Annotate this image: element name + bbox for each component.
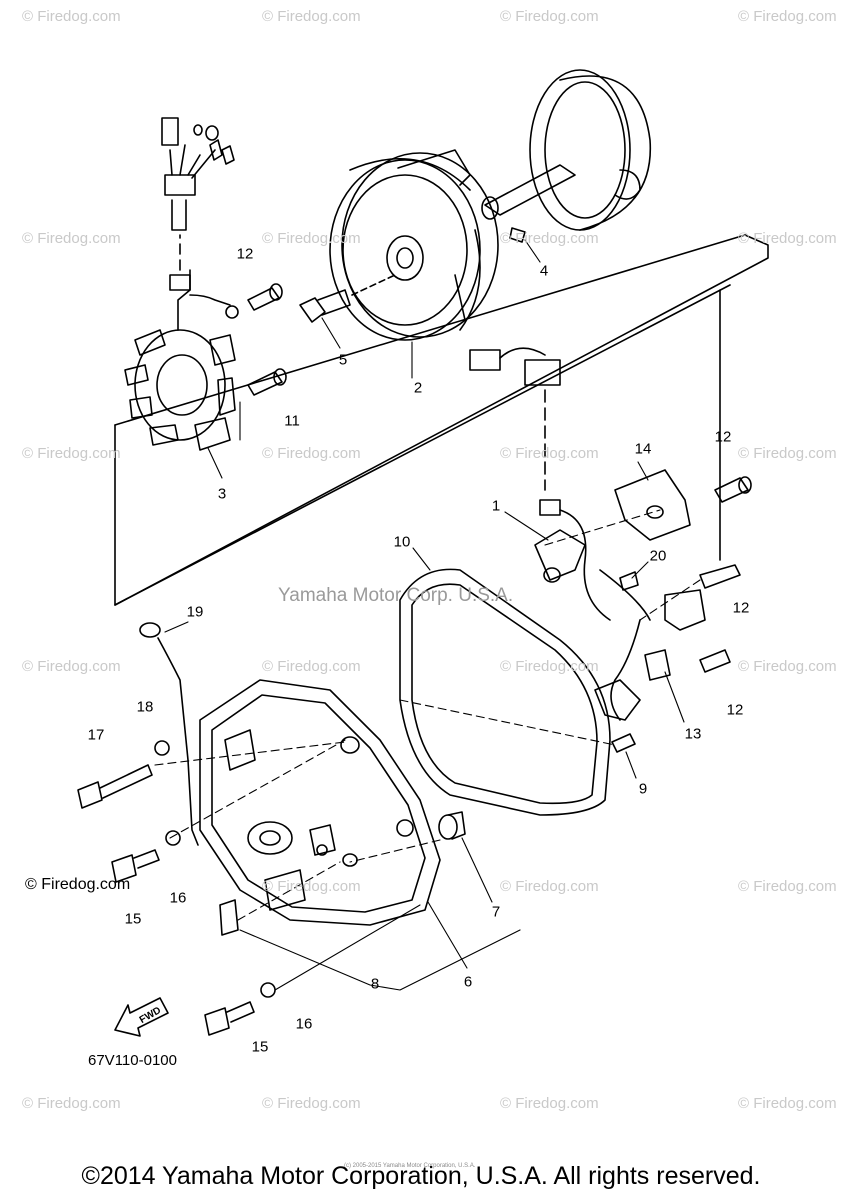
part-label: 13 bbox=[684, 725, 702, 743]
part-label: 15 bbox=[124, 910, 142, 928]
fwd-arrow bbox=[114, 997, 169, 1037]
part-label: 11 bbox=[284, 412, 300, 430]
watermark: © Firedog.com bbox=[738, 878, 837, 895]
collar-7 bbox=[438, 811, 466, 840]
watermark: © Firedog.com bbox=[738, 8, 837, 25]
bolt-5 bbox=[299, 274, 396, 323]
part-label: 18 bbox=[136, 698, 154, 716]
dowel-pin-9 bbox=[611, 733, 636, 753]
screw-12-right-top bbox=[714, 476, 752, 503]
part-label: 15 bbox=[251, 1038, 269, 1056]
screw-11 bbox=[247, 368, 287, 396]
bolt-15-upper bbox=[111, 849, 160, 883]
part-label: 12 bbox=[732, 599, 750, 617]
watermark: © Firedog.com bbox=[500, 658, 599, 675]
part-label: 7 bbox=[491, 903, 501, 921]
watermark: © Firedog.com bbox=[738, 658, 837, 675]
assembly-boundary bbox=[114, 234, 769, 606]
copyright-footer: ©2014 Yamaha Motor Corporation, U.S.A. A… bbox=[81, 1162, 761, 1190]
watermark: © Firedog.com bbox=[262, 878, 361, 895]
part-label: 17 bbox=[87, 726, 105, 744]
pickup-coil bbox=[469, 347, 651, 721]
washer-16-lower bbox=[260, 982, 276, 998]
connector-20 bbox=[619, 571, 639, 591]
stator bbox=[124, 117, 239, 451]
watermark: © Firedog.com bbox=[262, 230, 361, 247]
dark-watermark: © Firedog.com bbox=[25, 876, 131, 893]
crankshaft bbox=[481, 69, 652, 243]
breather-hose-19 bbox=[139, 622, 199, 846]
bolt-17 bbox=[77, 764, 153, 809]
watermark: © Firedog.com bbox=[738, 230, 837, 247]
small-credit: (c) 2005-2015 Yamaha Motor Corporation, … bbox=[344, 1163, 476, 1169]
part-label: 2 bbox=[413, 379, 423, 397]
watermark: © Firedog.com bbox=[738, 445, 837, 462]
watermark: © Firedog.com bbox=[500, 230, 599, 247]
part-label: 10 bbox=[393, 533, 411, 551]
neutral-switch bbox=[594, 564, 741, 721]
part-label: 12 bbox=[714, 428, 732, 446]
part-label: 12 bbox=[726, 701, 744, 719]
center-watermark: Yamaha Motor Corp. U.S.A. bbox=[278, 585, 514, 606]
part-label: 5 bbox=[338, 351, 348, 369]
watermark: © Firedog.com bbox=[262, 1095, 361, 1112]
part-label: 1 bbox=[491, 497, 501, 515]
part-label: 14 bbox=[634, 440, 652, 458]
gasket bbox=[399, 568, 611, 816]
watermark: © Firedog.com bbox=[22, 230, 121, 247]
part-label: 6 bbox=[463, 973, 473, 991]
part-label: 12 bbox=[236, 245, 254, 263]
part-label: 3 bbox=[217, 485, 227, 503]
washer-16-upper bbox=[165, 830, 181, 846]
watermark: © Firedog.com bbox=[500, 1095, 599, 1112]
bolt-15-lower bbox=[204, 1001, 255, 1036]
watermark: © Firedog.com bbox=[262, 445, 361, 462]
watermark: © Firedog.com bbox=[500, 8, 599, 25]
watermark: © Firedog.com bbox=[22, 445, 121, 462]
part-label: 19 bbox=[186, 603, 204, 621]
watermark: © Firedog.com bbox=[22, 8, 121, 25]
bracket-14 bbox=[614, 469, 691, 541]
part-label: 4 bbox=[539, 262, 549, 280]
flywheel-rotor bbox=[329, 149, 499, 341]
watermark: © Firedog.com bbox=[262, 658, 361, 675]
watermark: © Firedog.com bbox=[22, 1095, 121, 1112]
washer-18 bbox=[154, 740, 170, 756]
part-label: 8 bbox=[370, 975, 380, 993]
diagram-code: 67V110-0100 bbox=[88, 1052, 177, 1069]
watermark: © Firedog.com bbox=[22, 658, 121, 675]
watermark: © Firedog.com bbox=[500, 878, 599, 895]
watermark: © Firedog.com bbox=[738, 1095, 837, 1112]
screw-12-upper bbox=[247, 283, 283, 311]
part-label: 9 bbox=[638, 780, 648, 798]
part-label: 16 bbox=[169, 889, 187, 907]
watermark: © Firedog.com bbox=[500, 445, 599, 462]
part-label: 20 bbox=[649, 547, 667, 565]
part-label: 16 bbox=[295, 1015, 313, 1033]
watermark: © Firedog.com bbox=[262, 8, 361, 25]
